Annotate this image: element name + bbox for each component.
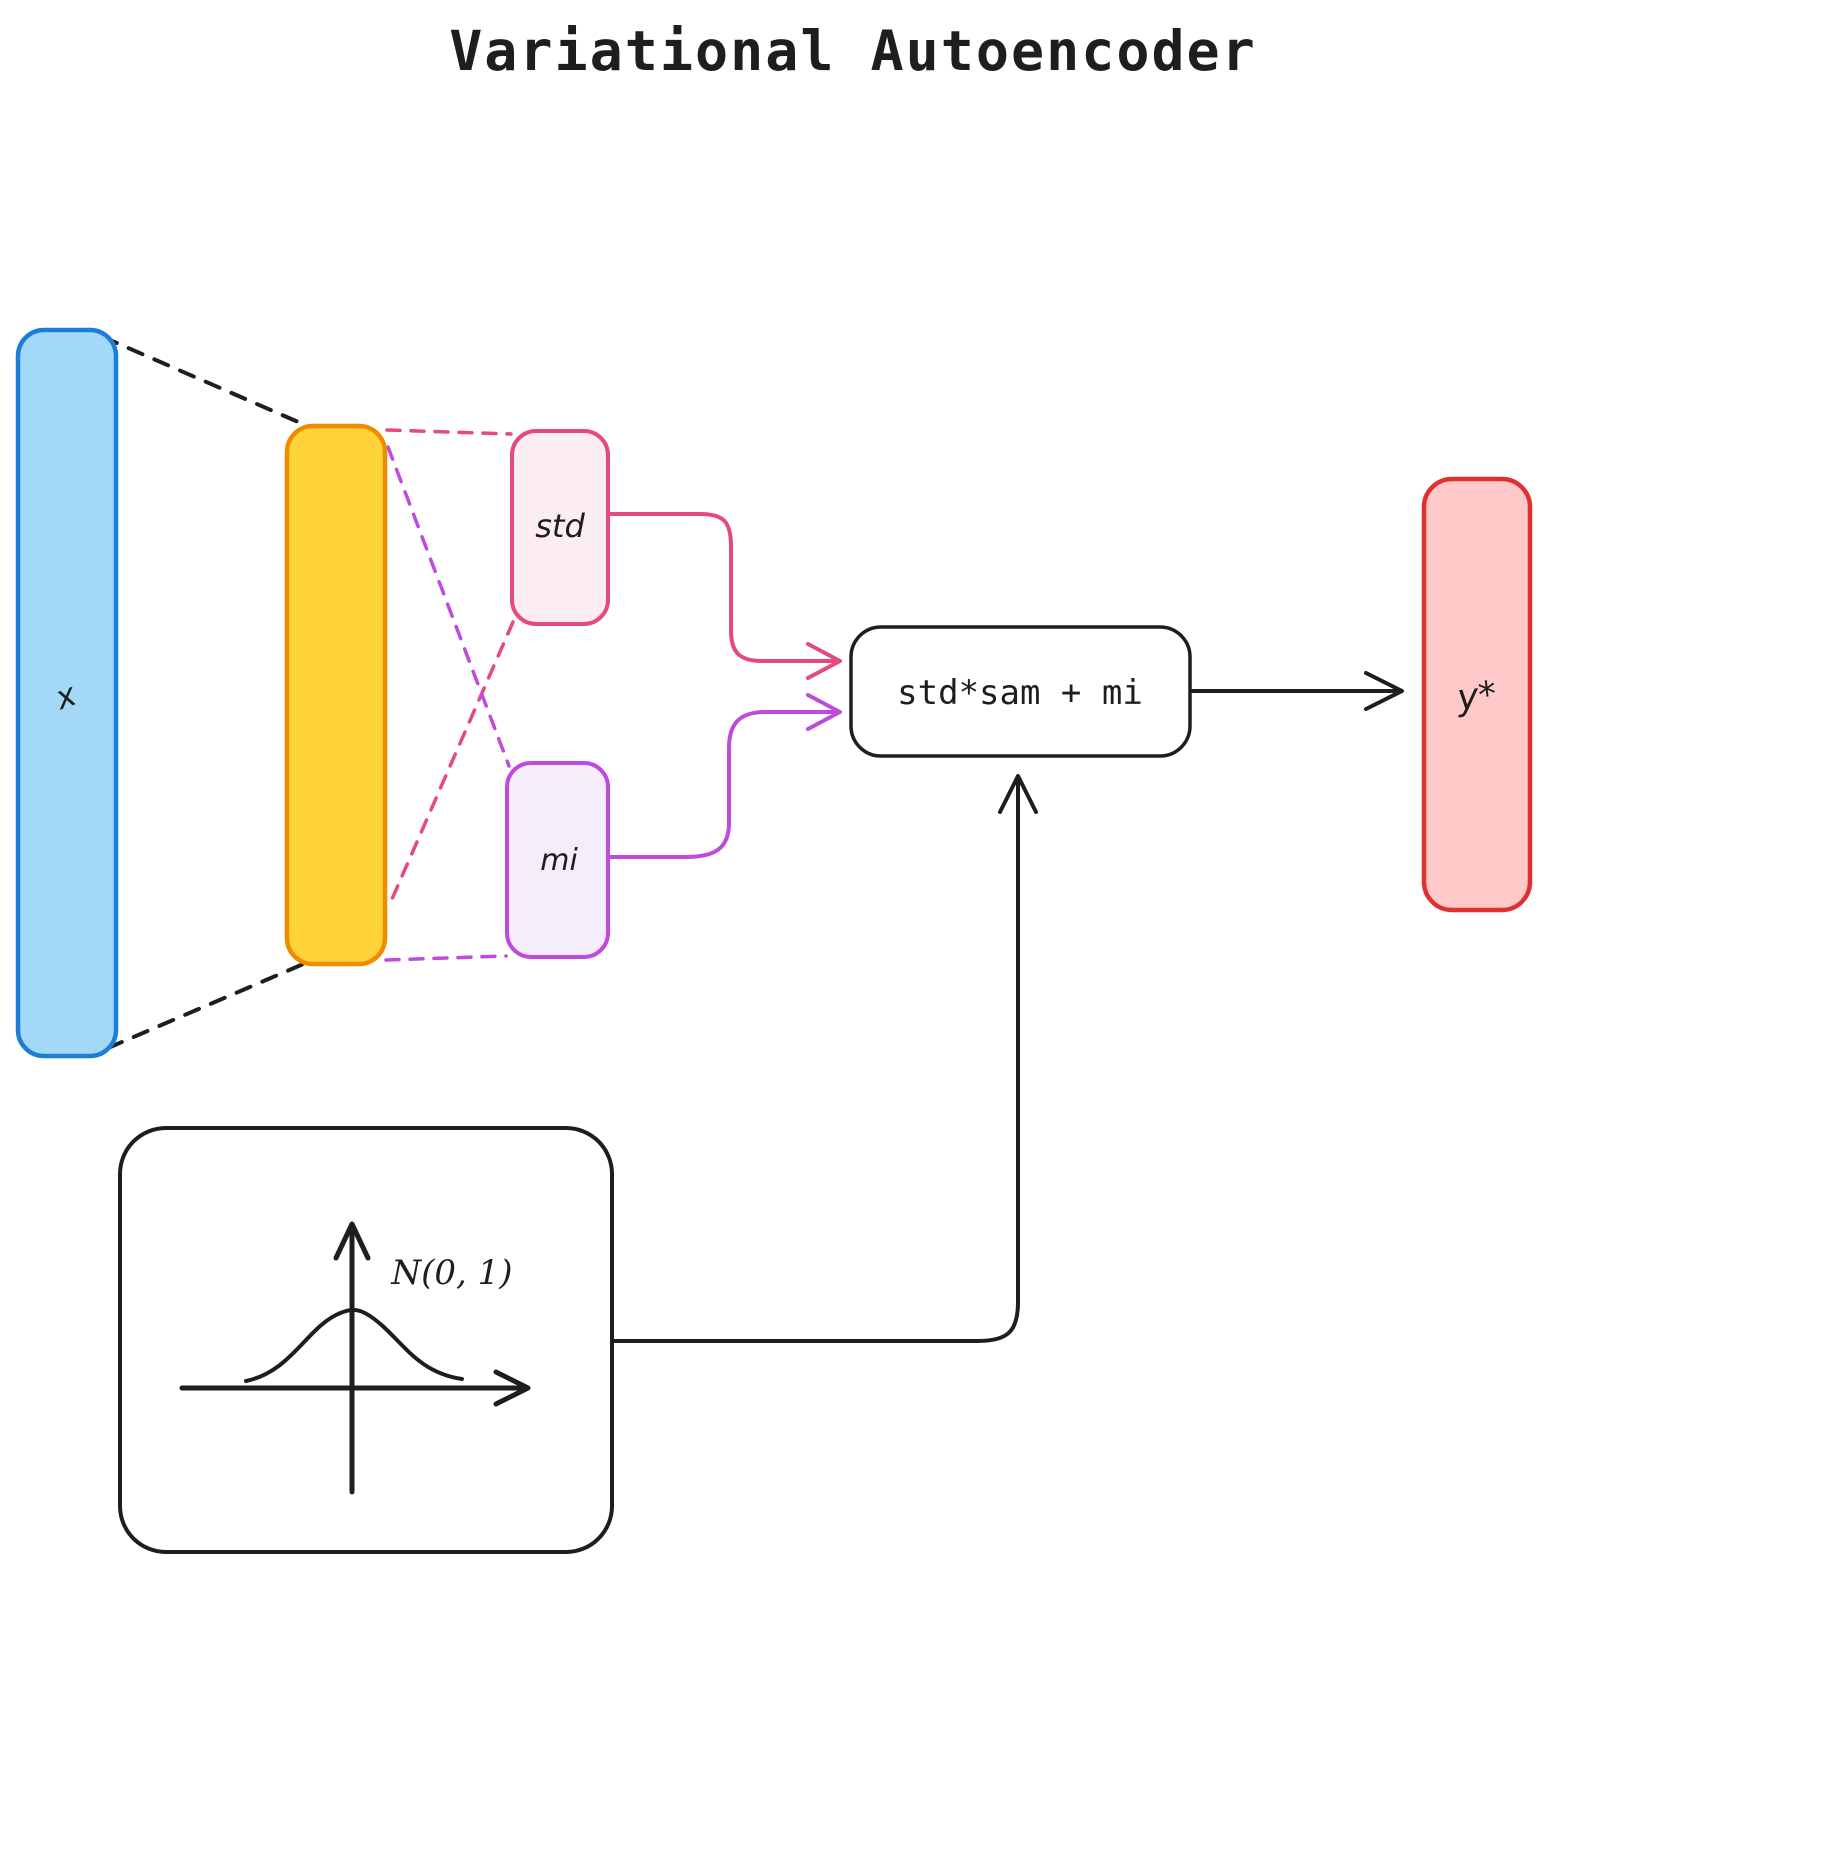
input-node: x: [15, 327, 119, 1059]
mi-rect: [505, 761, 610, 959]
bottleneck-rect: [284, 423, 388, 967]
bottleneck-to-mi-cross-dashed-line: [386, 445, 511, 768]
noise-plot-x-axis-arrowhead: [493, 1369, 531, 1407]
reparam-label: std*sam + mi: [897, 673, 1143, 713]
std-to-reparam-arrowhead: [806, 642, 842, 680]
noise-to-reparam-arrowhead: [998, 774, 1038, 814]
bottleneck-to-std-top-dashed-line: [385, 428, 513, 436]
input-rect: [15, 327, 119, 1059]
noise-to-reparam-arrow-path: [611, 778, 1020, 1343]
bottleneck-to-mi-bottom-dashed-line: [384, 954, 508, 962]
reparam-to-output-arrow: [1190, 671, 1404, 711]
encoder-funnel-bottom-dashed-line: [106, 960, 310, 1050]
diagram-title: Variational Autoencoder: [449, 19, 1257, 83]
std-node: std: [510, 429, 610, 626]
std-rect: [510, 429, 610, 626]
std-to-bottleneck-cross-dashed-line: [387, 620, 515, 908]
mi-to-reparam-arrowhead: [806, 693, 842, 731]
bottleneck-node: [284, 423, 388, 967]
output-node: y*: [1421, 476, 1533, 913]
encoder-funnel-top-dashed-line: [101, 335, 314, 430]
reparam-rect: [849, 625, 1192, 758]
noise-node: N(0, 1): [118, 1126, 614, 1554]
output-label: y*: [1454, 674, 1498, 719]
mi-node: mi: [505, 761, 610, 959]
noise-plot-y-axis-arrowhead: [333, 1221, 371, 1261]
mi-label: mi: [540, 843, 578, 878]
noise-bell-curve: [244, 1307, 464, 1383]
noise-to-reparam-arrow: [611, 774, 1038, 1343]
noise-label: N(0, 1): [390, 1253, 512, 1293]
mi-to-reparam-arrow: [606, 693, 842, 859]
reparam-to-output-arrowhead: [1364, 671, 1404, 711]
std-to-reparam-arrow: [606, 512, 842, 680]
noise-rect: [118, 1126, 614, 1554]
reparam-node: std*sam + mi: [849, 625, 1192, 758]
std-to-reparam-arrow-path: [606, 512, 838, 663]
output-rect: [1421, 476, 1533, 913]
std-label: std: [535, 507, 585, 545]
mi-to-reparam-arrow-path: [606, 710, 838, 859]
